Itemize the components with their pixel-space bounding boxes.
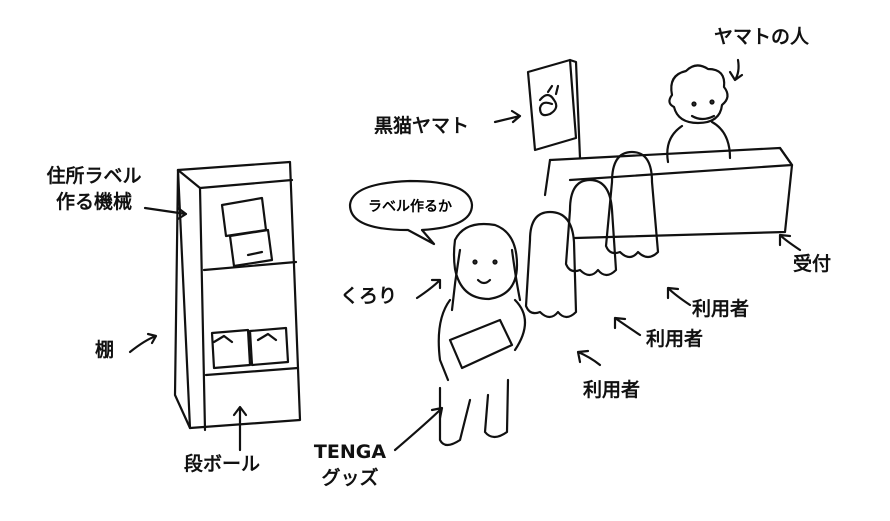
reception-counter bbox=[543, 146, 794, 240]
yamato-person bbox=[666, 64, 732, 164]
label-kurori: くろり bbox=[340, 285, 398, 307]
label-machine-line2: 作る機械 bbox=[55, 190, 132, 213]
label-user-3: 利用者 bbox=[583, 379, 641, 401]
speech-text: ラベル作るか bbox=[368, 199, 452, 215]
label-reception: 受付 bbox=[793, 253, 832, 275]
queue-people bbox=[524, 150, 660, 319]
speech-bubble bbox=[348, 179, 474, 246]
label-cardboard: 段ボール bbox=[184, 453, 261, 475]
kurori-person bbox=[437, 222, 527, 447]
label-kuroneko-yamato: 黒猫ヤマト bbox=[374, 115, 470, 137]
label-user-1: 利用者 bbox=[692, 298, 750, 320]
label-machine-line1: 住所ラベル bbox=[46, 165, 142, 187]
yamato-poster bbox=[526, 58, 582, 160]
label-tenga: TENGA グッズ bbox=[300, 440, 400, 491]
label-tenga-line2: グッズ bbox=[321, 466, 379, 489]
label-yamato-person: ヤマトの人 bbox=[714, 26, 810, 48]
label-machine: 住所ラベル 作る機械 bbox=[38, 164, 150, 215]
label-shelf: 棚 bbox=[95, 339, 115, 361]
label-tenga-line1: TENGA bbox=[313, 441, 387, 463]
label-user-2: 利用者 bbox=[646, 328, 704, 350]
arrows bbox=[128, 58, 802, 452]
shelf-drawing bbox=[173, 160, 302, 432]
